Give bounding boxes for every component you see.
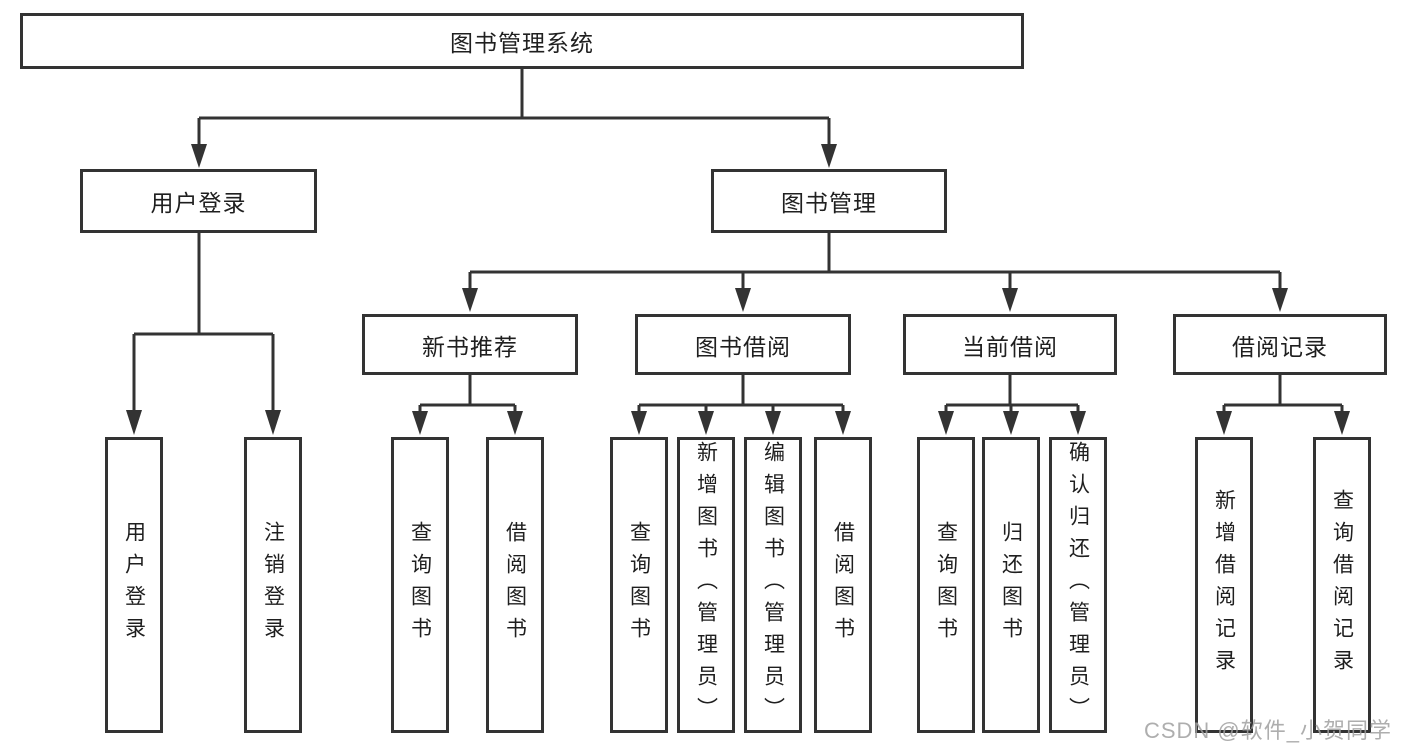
node-book-borrowing: 图书借阅 (635, 314, 851, 375)
connector-current-borrowing-split (944, 374, 1080, 413)
leaf-label: 借阅图书 (503, 521, 527, 649)
leaf-add-borrow-record: 新增借阅记录 (1195, 437, 1253, 733)
connector-user-login-split (132, 233, 275, 412)
leaf-label: 确认归还（管理员） (1066, 441, 1090, 729)
connector-book-borrowing-split (637, 374, 845, 413)
connector-root-split (197, 69, 831, 146)
connector-book-management-split (468, 233, 1282, 290)
leaf-label: 新增图书（管理员） (694, 441, 718, 729)
arrowheads-user-login-split (126, 410, 281, 435)
arrowheads-borrowing-records-split (1216, 411, 1350, 435)
leaf-borrow-books-borrowing: 借阅图书 (814, 437, 872, 733)
leaf-label: 查询借阅记录 (1330, 489, 1354, 681)
arrowheads-current-borrowing-split (938, 411, 1086, 435)
leaf-label: 用户登录 (122, 521, 146, 649)
leaf-return-books: 归还图书 (982, 437, 1040, 733)
leaf-label: 查询图书 (934, 521, 958, 649)
node-library-management-system: 图书管理系统 (20, 13, 1024, 69)
arrowheads-book-management-split (462, 288, 1288, 312)
node-book-management: 图书管理 (711, 169, 947, 233)
leaf-edit-book-admin: 编辑图书（管理员） (744, 437, 802, 733)
leaf-query-books-current: 查询图书 (917, 437, 975, 733)
leaf-label: 查询图书 (408, 521, 432, 649)
leaf-confirm-return-admin: 确认归还（管理员） (1049, 437, 1107, 733)
leaf-label: 查询图书 (627, 521, 651, 649)
leaf-query-borrow-record: 查询借阅记录 (1313, 437, 1371, 733)
connector-new-book-recommend-split (418, 374, 517, 413)
arrowheads-book-borrowing-split (631, 411, 851, 435)
arrowheads-root-split (191, 144, 837, 168)
leaf-label: 新增借阅记录 (1212, 489, 1236, 681)
leaf-label: 归还图书 (999, 521, 1023, 649)
leaf-label: 编辑图书（管理员） (761, 441, 785, 729)
node-borrowing-records: 借阅记录 (1173, 314, 1387, 375)
leaf-query-books-borrowing: 查询图书 (610, 437, 668, 733)
leaf-user-login: 用户登录 (105, 437, 163, 733)
leaf-label: 注销登录 (261, 521, 285, 649)
leaf-borrow-books-recommend: 借阅图书 (486, 437, 544, 733)
node-new-book-recommend: 新书推荐 (362, 314, 578, 375)
leaf-label: 借阅图书 (831, 521, 855, 649)
connector-borrowing-records-split (1222, 374, 1344, 413)
watermark: CSDN @软件_小贺同学 (1143, 718, 1392, 743)
node-user-login: 用户登录 (80, 169, 317, 233)
leaf-add-book-admin: 新增图书（管理员） (677, 437, 735, 733)
node-current-borrowing: 当前借阅 (903, 314, 1117, 375)
leaf-query-books-recommend: 查询图书 (391, 437, 449, 733)
leaf-logout: 注销登录 (244, 437, 302, 733)
arrowheads-new-book-recommend-split (412, 411, 523, 435)
